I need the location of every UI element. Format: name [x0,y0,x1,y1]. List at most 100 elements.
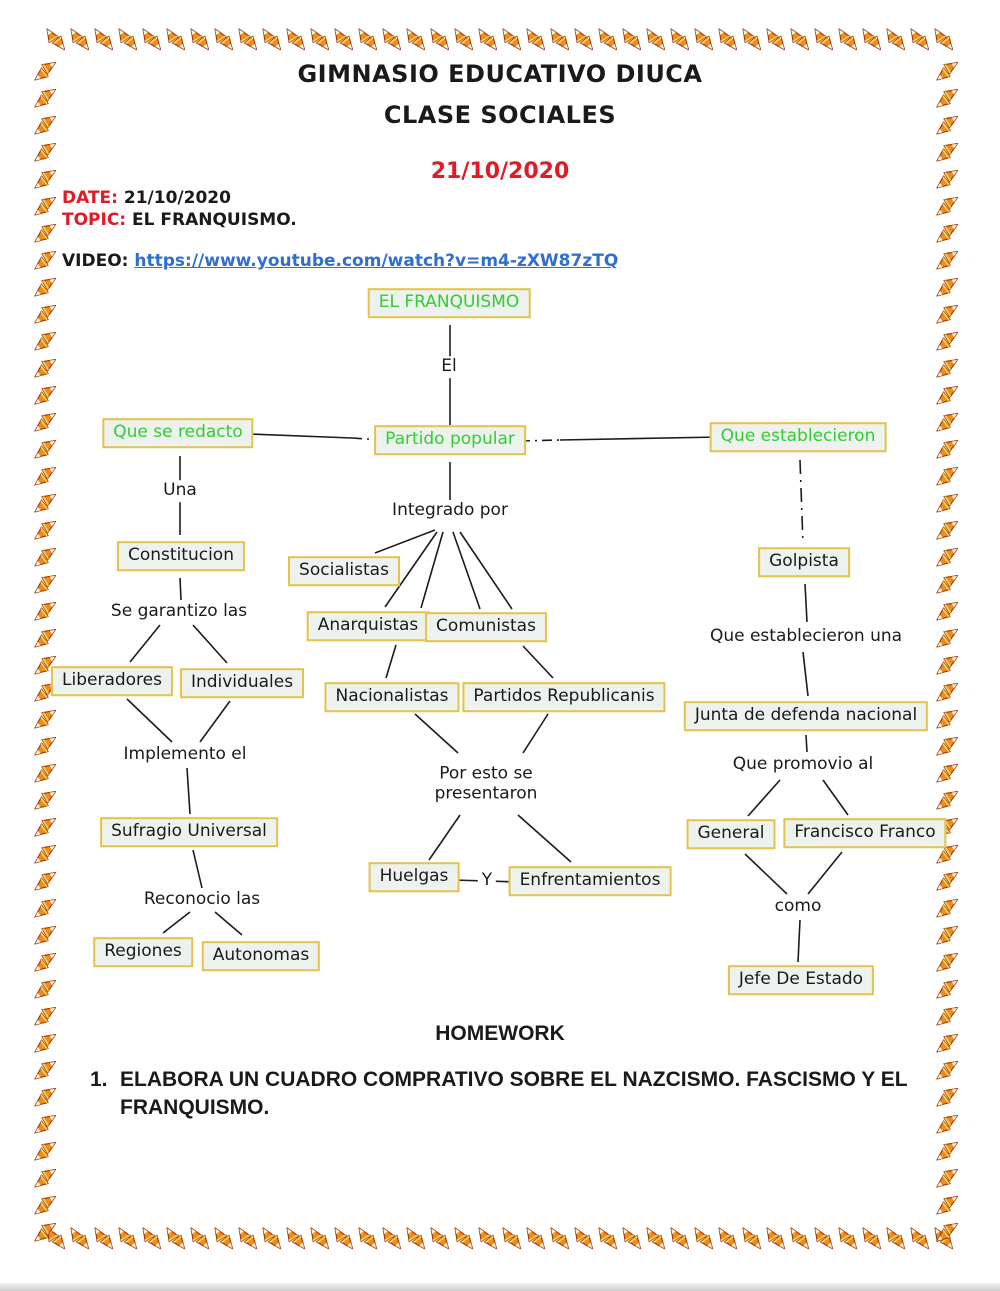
candy-corn-icon [936,283,951,297]
candy-corn-icon [147,1234,162,1250]
candy-corn-icon [34,904,49,918]
candy-corn-icon [790,1227,803,1243]
map-label-una: Una [159,480,201,502]
candy-corn-icon [943,1222,959,1236]
candy-corn-pair [31,330,58,354]
candy-corn-icon [41,331,57,345]
candy-corn-icon [766,28,779,44]
candy-corn-icon [214,1227,227,1243]
candy-corn-icon [771,35,786,51]
candy-corn-icon [41,736,57,750]
candy-corn-icon [598,1227,611,1243]
candy-corn-pair [31,249,58,273]
candy-corn-icon [555,1234,570,1250]
candy-corn-pair [308,27,332,54]
candy-corn-icon [34,337,49,351]
candy-corn-pair [933,195,960,219]
candy-corn-icon [34,310,49,324]
candy-corn-pair [476,27,500,54]
candy-corn-pair [212,27,236,54]
candy-corn-icon [936,526,951,540]
candy-corn-pair [31,843,58,867]
candy-corn-pair [116,27,140,54]
candy-corn-icon [483,1234,498,1250]
candy-corn-pair [236,1226,260,1253]
map-label-el: El [437,356,461,378]
candy-corn-pair [668,1226,692,1253]
candy-corn-icon [34,364,49,378]
candy-corn-icon [936,364,951,378]
candy-corn-icon [936,391,951,405]
candy-corn-icon [936,1201,951,1215]
candy-corn-pair [933,843,960,867]
candy-corn-icon [430,28,443,44]
candy-corn-icon [41,1087,57,1101]
candy-corn-icon [34,796,49,810]
candy-corn-pair [212,1226,236,1253]
candy-corn-icon [651,1234,666,1250]
candy-corn-pair [404,27,428,54]
candy-corn-pair [31,168,58,192]
candy-corn-icon [34,877,49,891]
video-link[interactable]: https://www.youtube.com/watch?v=m4-zXW87… [134,251,619,271]
candy-corn-icon [41,142,57,156]
candy-corn-pair [933,465,960,489]
candy-corn-pair [31,1140,58,1164]
candy-corn-border-bottom [44,1226,954,1254]
candy-corn-pair [428,27,452,54]
candy-corn-icon [943,196,959,210]
candy-corn-pair [31,1113,58,1137]
topic-value: EL FRANQUISMO. [132,210,297,230]
candy-corn-icon [286,1227,299,1243]
candy-corn-icon [99,35,114,51]
candy-corn-icon [262,28,275,44]
candy-corn-border-right [933,58,962,1242]
candy-corn-pair [933,1167,960,1191]
candy-corn-pair [31,357,58,381]
header: GIMNASIO EDUCATIVO DIUCA CLASE SOCIALES … [62,60,938,184]
candy-corn-icon [943,277,959,291]
candy-corn-pair [933,627,960,651]
candy-corn-pair [31,141,58,165]
candy-corn-icon [454,28,467,44]
candy-corn-icon [34,1228,49,1242]
candy-corn-icon [646,28,659,44]
candy-corn-pair [31,573,58,597]
candy-corn-pair [404,1226,428,1253]
candy-corn-icon [943,1087,959,1101]
candy-corn-icon [943,1033,959,1047]
candy-corn-pair [933,1221,960,1245]
candy-corn-icon [51,1234,66,1250]
candy-corn-icon [646,1227,659,1243]
candy-corn-pair [284,27,308,54]
candy-corn-icon [603,1234,618,1250]
map-label-reconocio-las: Reconocio las [139,889,265,911]
candy-corn-icon [531,35,546,51]
candy-corn-pair [933,303,960,327]
candy-corn-icon [936,121,951,135]
candy-corn-icon [795,35,810,51]
map-box-comunistas: Comunistas [425,612,547,642]
candy-corn-icon [243,35,258,51]
map-box-que-establecieron: Que establecieron [709,422,887,452]
candy-corn-icon [219,35,234,51]
candy-corn-icon [550,1227,563,1243]
candy-corn-pair [44,27,68,54]
candy-corn-icon [574,1227,587,1243]
candy-corn-icon [41,358,57,372]
candy-corn-pair [884,1226,908,1253]
candy-corn-icon [41,169,57,183]
candy-corn-pair [500,27,524,54]
candy-corn-icon [41,250,57,264]
candy-corn-icon [943,1168,959,1182]
candy-corn-icon [171,1234,186,1250]
candy-corn-icon [622,28,635,44]
map-label-como: como [770,896,826,918]
candy-corn-icon [34,931,49,945]
candy-corn-icon [75,35,90,51]
candy-corn-icon [675,35,690,51]
candy-corn-icon [670,1227,683,1243]
candy-corn-icon [943,61,959,75]
candy-corn-icon [406,28,419,44]
candy-corn-icon [936,661,951,675]
